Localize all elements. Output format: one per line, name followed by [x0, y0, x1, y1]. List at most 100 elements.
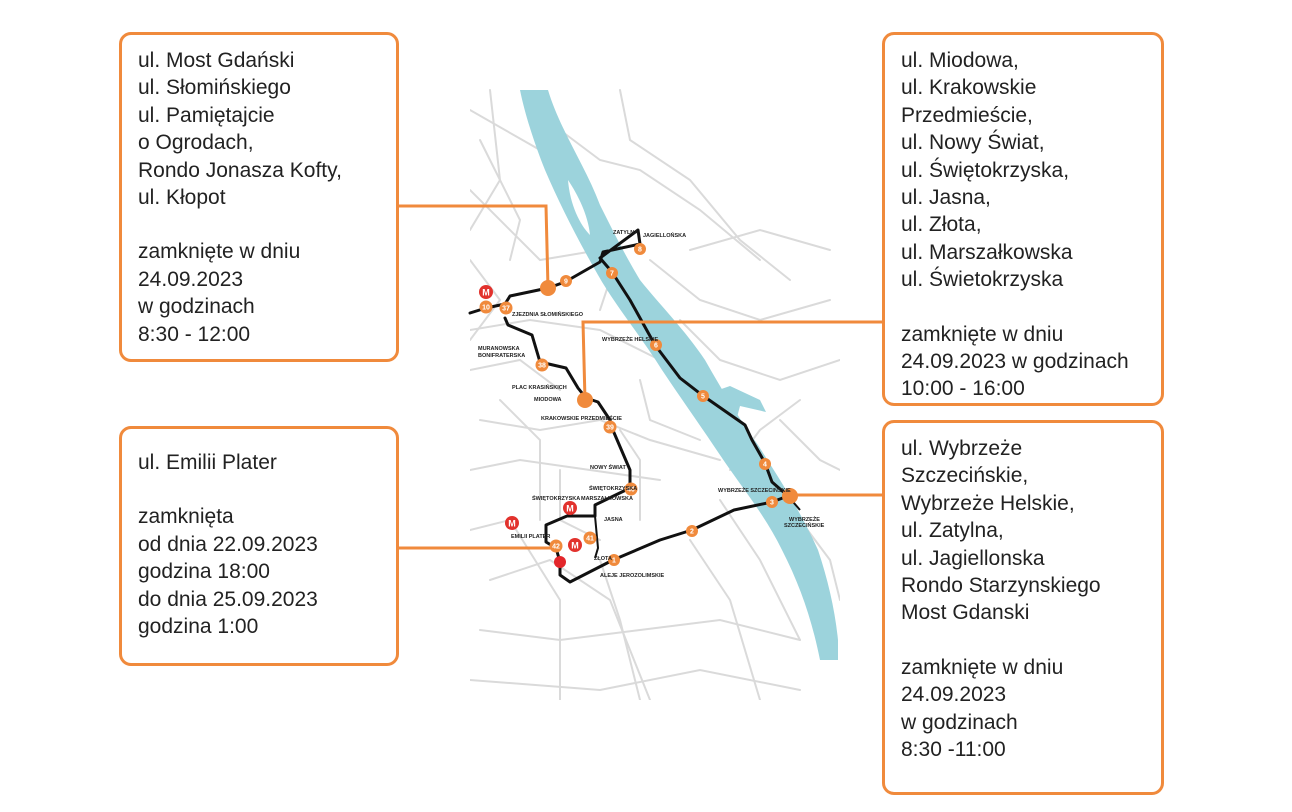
km-marker: 38 [535, 358, 549, 372]
closure-info: zamknięta od dnia 22.09.2023 godzina 18:… [138, 503, 380, 640]
callout-card-bottom-right: ul. Wybrzeże Szczecińskie, Wybrzeże Hels… [882, 420, 1164, 795]
label-muranowska: MURANOWSKA [478, 346, 520, 352]
label-zlota: ZŁOTA [594, 556, 612, 562]
closure-line: od dnia 22.09.2023 [138, 532, 318, 556]
label-plac-krasinskich: PLAC KRASIŃSKICH [512, 383, 567, 391]
svg-text:4: 4 [763, 462, 767, 469]
label-jasna: JASNA [604, 517, 623, 523]
label-wybrzeze-helskie: WYBRZEŻE HELSKIE [602, 336, 659, 343]
svg-text:10: 10 [482, 305, 490, 312]
closure-line: 8:30 - 12:00 [138, 322, 251, 346]
label-bonifraterska: BONIFRATERSKA [478, 353, 525, 359]
street-line: ul. Marszałkowska [901, 240, 1073, 264]
street-line: ul. Kłopot [138, 186, 226, 210]
street-line: ul. Most Gdański [138, 49, 295, 72]
label-aleje: ALEJE JEROZOLIMSKIE [600, 573, 665, 579]
callout-connectors [398, 204, 883, 550]
label-zatylna: ZATYLNA [613, 230, 638, 236]
closure-line: zamknięte w dniu [901, 322, 1064, 346]
label-wybrzeze-2b: SZCZECIŃSKIE [784, 521, 825, 529]
svg-text:M: M [566, 504, 574, 514]
closure-line: w godzinach [901, 710, 1018, 734]
km-marker: 1 [608, 554, 620, 566]
street-network [470, 89, 840, 700]
map-street-labels: ZATYLNA JAGIELLOŃSKA ZJEZDNIA SŁOMIŃSKIE… [478, 230, 825, 579]
svg-text:37: 37 [502, 306, 510, 313]
street-list: ul. Emilii Plater [138, 449, 380, 476]
closure-line: do dnia 25.09.2023 [138, 587, 318, 611]
callout-dot-top-left [540, 280, 556, 296]
label-marszalkowska: MARSZAŁKOWSKA [581, 496, 633, 502]
street-line: ul. Pamiętajcie [138, 103, 275, 127]
km-marker: 3 [766, 496, 778, 508]
street-line: Przedmieście, [901, 103, 1033, 127]
callout-card-top-left: ul. Most Gdański ul. Słomińskiego ul. Pa… [119, 32, 399, 362]
street-line: ul. Słomińskiego [138, 76, 291, 100]
street-line: ul. Zatylna, [901, 519, 1004, 543]
street-line: Rondo Starzynskiego [901, 574, 1101, 598]
km-marker: 8 [634, 243, 646, 255]
km-marker: 2 [686, 525, 698, 537]
street-line: Rondo Jonasza Kofty, [138, 158, 342, 182]
svg-text:M: M [508, 519, 516, 529]
closure-info: zamknięte w dniu 24.09.2023 w godzinach … [901, 321, 1145, 403]
label-emilii-plater: EMILII PLATER [511, 534, 550, 540]
street-line: Most Gdanski [901, 601, 1030, 625]
svg-text:1: 1 [612, 558, 616, 565]
closure-line: godzina 18:00 [138, 560, 270, 584]
street-line: ul. Emilii Plater [138, 451, 277, 474]
connector-top-left [398, 204, 550, 289]
closure-info: zamknięte w dniu 24.09.2023 w godzinach … [138, 238, 380, 348]
river-island [568, 180, 590, 235]
closure-line: w godzinach [138, 295, 255, 319]
svg-text:7: 7 [610, 271, 614, 278]
svg-text:9: 9 [564, 279, 568, 286]
km-marker: 7 [606, 267, 618, 279]
closure-line: 24.09.2023 [138, 267, 244, 291]
street-list: ul. Most Gdański ul. Słomińskiego ul. Pa… [138, 47, 380, 211]
label-nowy-swiat: NOWY ŚWIAT [590, 464, 626, 471]
street-line: ul. Złota, [901, 213, 982, 237]
svg-text:2: 2 [690, 529, 694, 536]
street-line: ul. Jasna, [901, 186, 991, 210]
label-swietokrzyska: ŚWIĘTOKRZYSKA [589, 485, 637, 492]
svg-text:42: 42 [552, 544, 560, 551]
street-line: ul. Świetokrzyska [901, 268, 1064, 292]
callout-card-bottom-left: ul. Emilii Plater zamknięta od dnia 22.0… [119, 426, 399, 666]
km-marker: 9 [560, 275, 572, 287]
svg-text:M: M [571, 541, 579, 551]
label-krakowskie: KRAKOWSKIE PRZEDMIEŚCIE [541, 415, 622, 422]
closure-line: zamknięta [138, 505, 234, 529]
svg-text:8: 8 [638, 247, 642, 254]
metro-icon: M [568, 538, 582, 552]
street-line: ul. Świętokrzyska, [901, 158, 1070, 182]
route-spur-ul [594, 515, 600, 559]
metro-icon: M [563, 501, 577, 515]
street-line: ul. Jagiellonska [901, 546, 1045, 570]
km-marker: 5 [697, 390, 709, 402]
svg-text:5: 5 [701, 394, 705, 401]
label-jagiellonska: JAGIELLOŃSKA [643, 231, 686, 239]
closure-line: godzina 1:00 [138, 615, 259, 639]
km-marker: 40 [624, 482, 638, 496]
svg-text:40: 40 [627, 487, 635, 494]
label-miodowa: MIODOWA [534, 397, 562, 403]
metro-icon: M [505, 516, 519, 530]
street-line: ul. Miodowa, [901, 49, 1019, 72]
km-marker: 41 [583, 531, 597, 545]
label-wybrzeze-szczecinskie: WYBRZEŻE SZCZECIŃSKIE [718, 486, 791, 494]
label-wybrzeze-2a: WYBRZEŻE [789, 516, 820, 523]
street-line: ul. Nowy Świat, [901, 131, 1045, 155]
km-marker: 37 [499, 301, 513, 315]
label-swietokrzyska-2: ŚWIĘTOKRZYSKA [532, 495, 580, 502]
street-line: o Ogrodach, [138, 131, 254, 155]
callout-dot-top-right [577, 392, 593, 408]
svg-text:38: 38 [538, 363, 546, 370]
svg-text:41: 41 [586, 536, 594, 543]
metro-icon: M [479, 285, 493, 299]
km-marker: 4 [759, 458, 771, 470]
street-line: Szczecińskie, [901, 464, 1029, 488]
closure-line: zamknięte w dniu [901, 655, 1064, 679]
svg-text:3: 3 [770, 500, 774, 507]
